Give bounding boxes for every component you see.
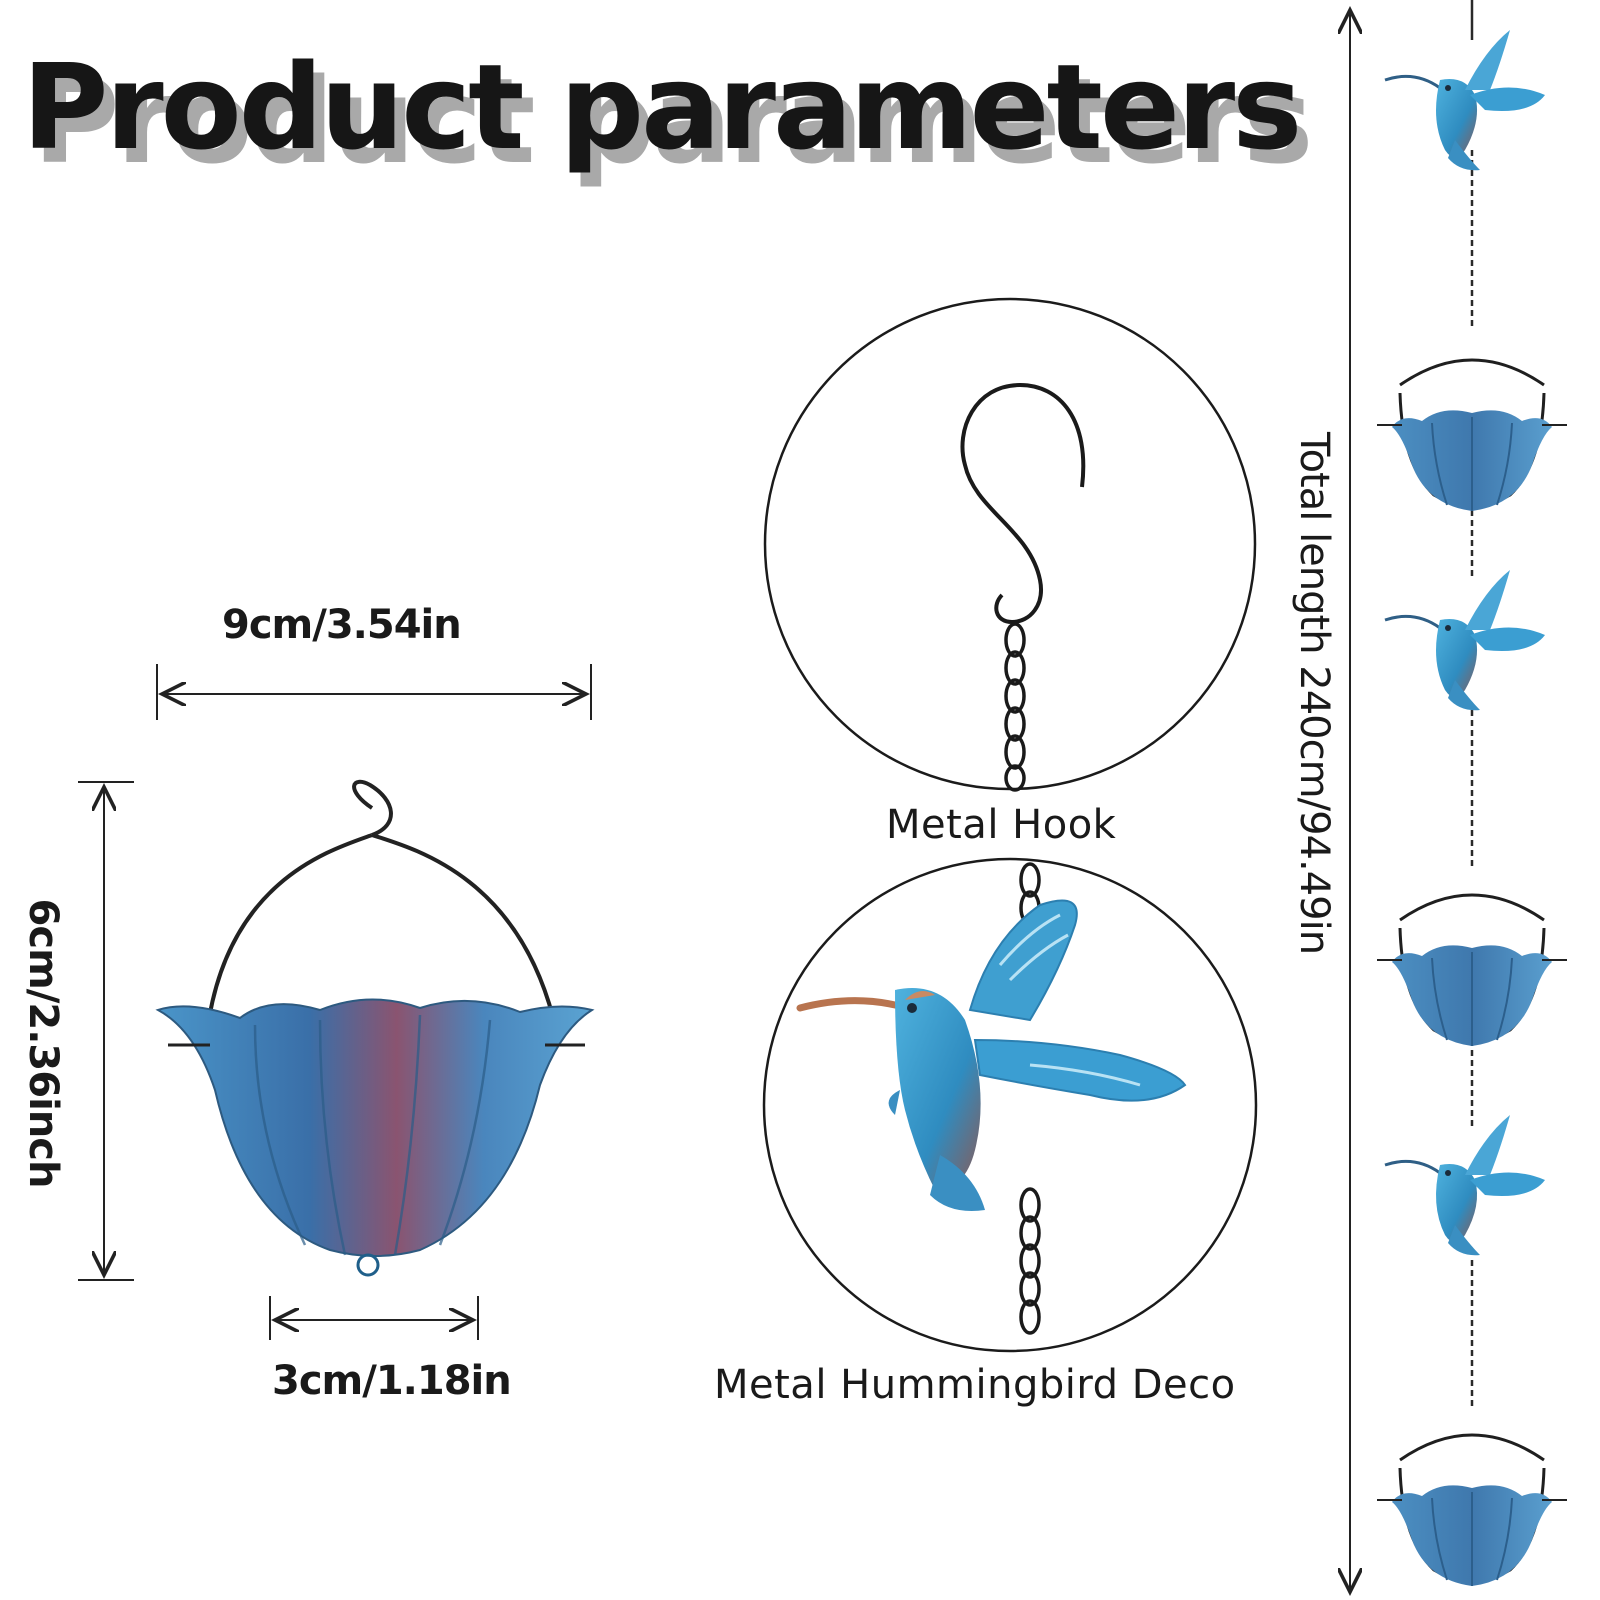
total-length-label: Total length 240cm/94.49in xyxy=(1291,431,1337,955)
bottom-width-label: 3cm/1.18in xyxy=(272,1358,512,1404)
hummingbird-caption: Metal Hummingbird Deco xyxy=(714,1362,1236,1408)
rain-cup-image xyxy=(155,779,595,1277)
page-title: Product parameters Product parameters xyxy=(22,38,1313,218)
height-label: 6cm/2.36inch xyxy=(20,898,66,1188)
bottom-width-dimension xyxy=(269,1296,479,1340)
top-width-dimension xyxy=(156,664,592,720)
page-title-shadow: Product parameters xyxy=(33,52,1313,190)
height-dimension xyxy=(78,781,134,1281)
page-title-text: Product parameters xyxy=(22,38,1302,176)
top-width-label: 9cm/3.54in xyxy=(222,602,462,648)
metal-hook-icon xyxy=(763,297,1257,792)
metal-hook-caption: Metal Hook xyxy=(886,802,1117,848)
hummingbird-icon xyxy=(762,857,1258,1353)
rain-chain-image xyxy=(1375,0,1569,1588)
